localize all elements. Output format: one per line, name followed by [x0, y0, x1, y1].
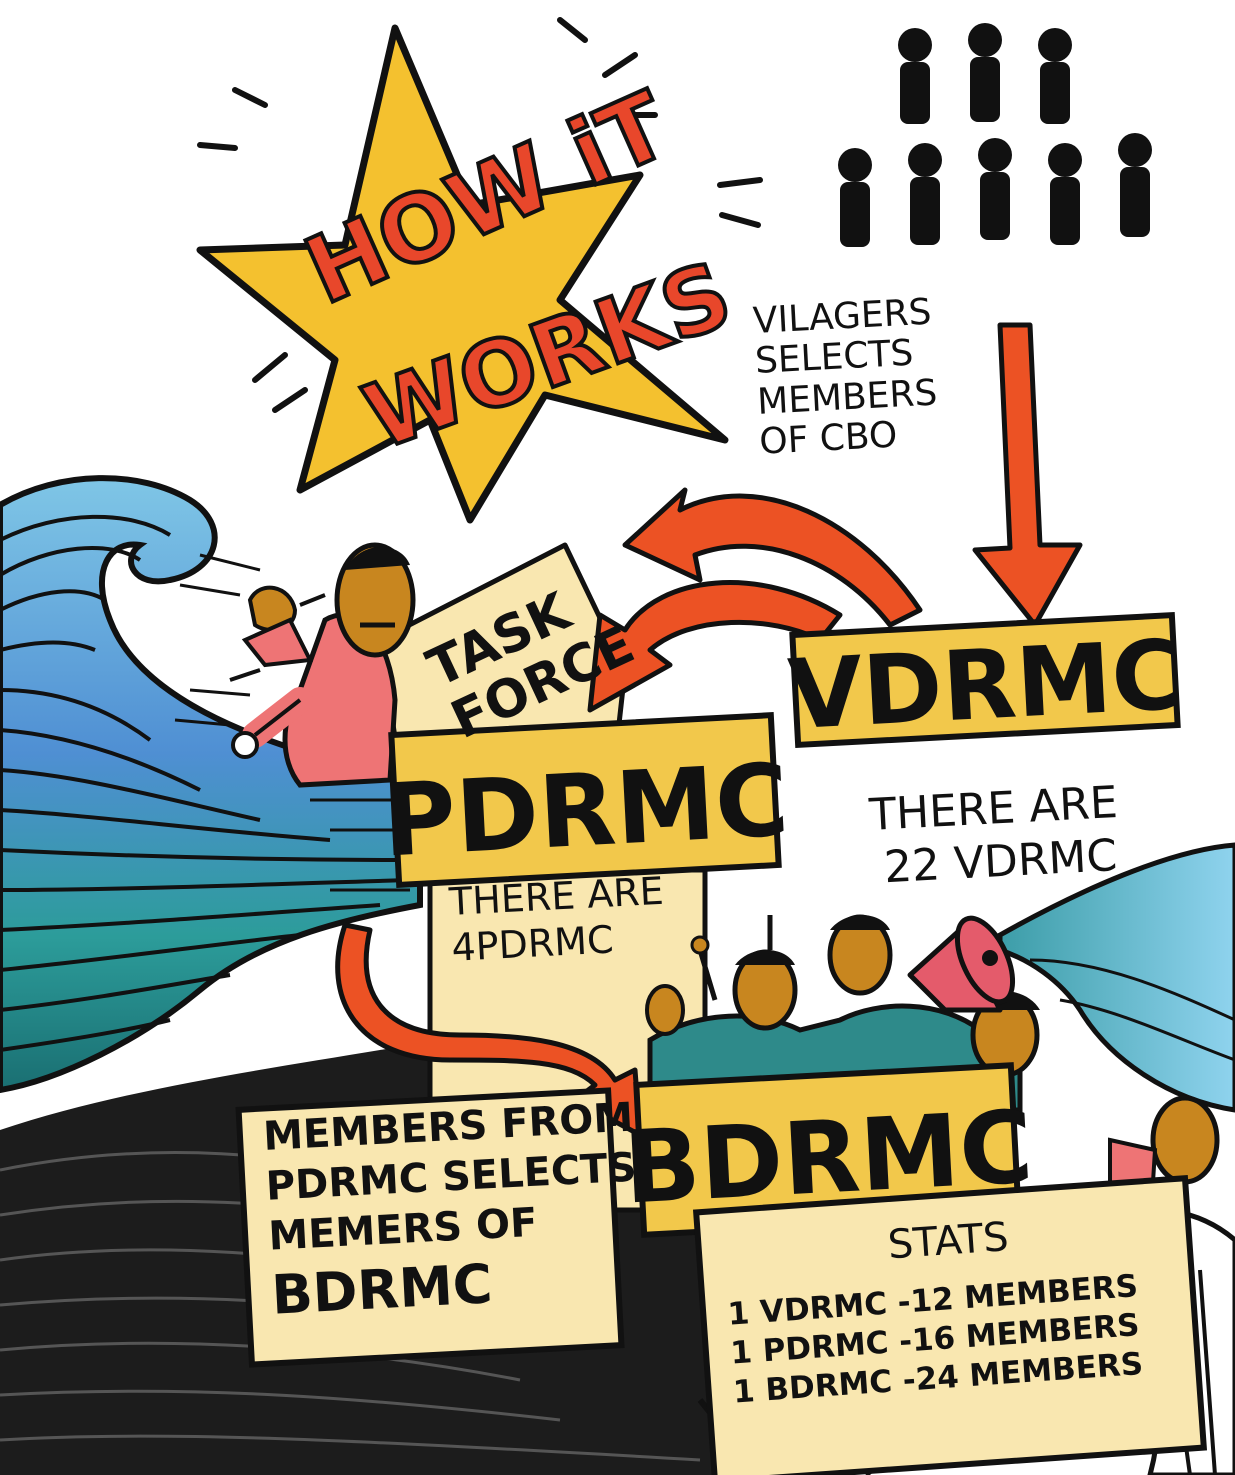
stats-box [692, 1175, 1208, 1475]
villager-figure-icon [1038, 28, 1072, 124]
star-burst-icon [196, 17, 763, 524]
villager-figure-icon [968, 23, 1002, 122]
pdrmc-box [388, 712, 782, 888]
arrow-vdrmc-to-task-force [622, 487, 923, 628]
running-man-illustration [174, 542, 416, 788]
bdrmc-label: BDRMC [621, 1088, 1036, 1226]
villagers-group [838, 23, 1152, 247]
villager-figure-icon [1118, 133, 1152, 237]
wave-illustration [0, 475, 423, 1094]
villager-figure-icon [898, 28, 932, 124]
pdrmc-label: PDRMC [380, 741, 792, 879]
vdrmc-label: VDRMC [786, 619, 1185, 751]
villager-figure-icon [978, 138, 1012, 240]
members-note: MEMBERS FROM PDRMC SELECTS MEMERS OF BDR… [262, 1093, 644, 1330]
megaphone-icon [907, 915, 1016, 1013]
stats-panel: STATS 1 VDRMC -12 MEMBERS 1 PDRMC -16 ME… [722, 1201, 1183, 1412]
villager-figure-icon [908, 143, 942, 245]
pdrmc-count-note: THERE ARE 4PDRMC [448, 869, 667, 971]
villager-figure-icon [1048, 143, 1082, 245]
right-wave-illustration [997, 842, 1235, 1113]
villager-figure-icon [838, 148, 872, 247]
arrow-task-force-to-pdrmc [587, 580, 843, 713]
villagers-note: VILAGERS SELECTS MEMBERS OF CBO [752, 292, 940, 463]
vdrmc-count-note: THERE ARE 22 VDRMC [868, 777, 1122, 895]
vdrmc-box [789, 611, 1181, 749]
members-note-box [235, 1087, 625, 1368]
arrow-villagers-to-vdrmc [972, 322, 1083, 628]
